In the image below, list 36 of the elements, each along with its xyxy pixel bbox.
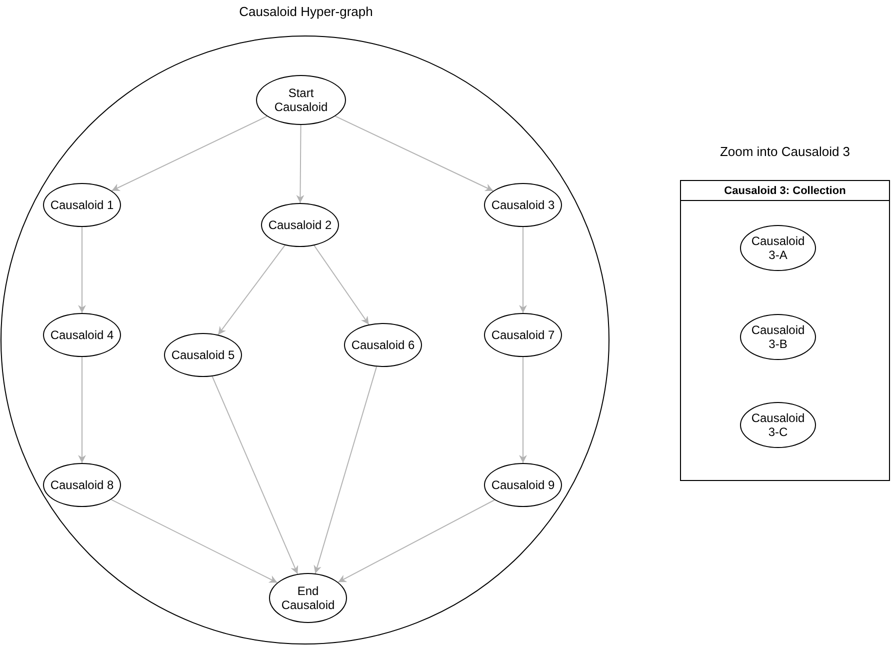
node-label: Causaloid 3 [491,198,555,212]
arrow [78,356,86,464]
arrow [334,116,494,192]
node-label: Causaloid 3-C [750,410,806,440]
causaloid-ellipse [484,183,562,227]
node-label: Causaloid 4 [50,328,114,342]
arrow [212,376,298,574]
causaloid-ellipse [43,183,121,227]
arrow [314,366,378,574]
node-label: Causaloid 2 [268,218,332,232]
node-label: Start Causaloid [273,86,329,114]
node-label: End Causaloid [280,584,336,612]
causaloid-ellipse [256,75,346,125]
arrow [296,124,304,204]
panel-title: Causaloid 3: Collection [681,181,889,201]
node-label: Causaloid 3-B [750,322,806,352]
arrow [111,116,268,192]
node-label: Causaloid 3-A [750,234,806,262]
panel-heading: Zoom into Causaloid 3 [718,144,852,159]
node-label: Causaloid 6 [351,338,415,352]
causaloid-ellipse [484,463,562,507]
causaloid-ellipse [269,573,347,623]
arrow [314,245,370,325]
node-label: Causaloid 9 [491,478,555,492]
arrow [78,226,86,314]
arrow [338,500,495,583]
causaloid-ellipse [43,463,121,507]
node-label: Causaloid 1 [50,198,114,212]
arrow [218,244,286,336]
diagram-heading: Causaloid Hyper-graph [238,4,374,19]
node-label: Causaloid 7 [491,328,555,342]
arrow [110,499,278,584]
arrow [519,356,527,464]
arrow [519,226,527,314]
node-label: Causaloid 8 [50,478,114,492]
node-label: Causaloid 5 [171,348,235,362]
